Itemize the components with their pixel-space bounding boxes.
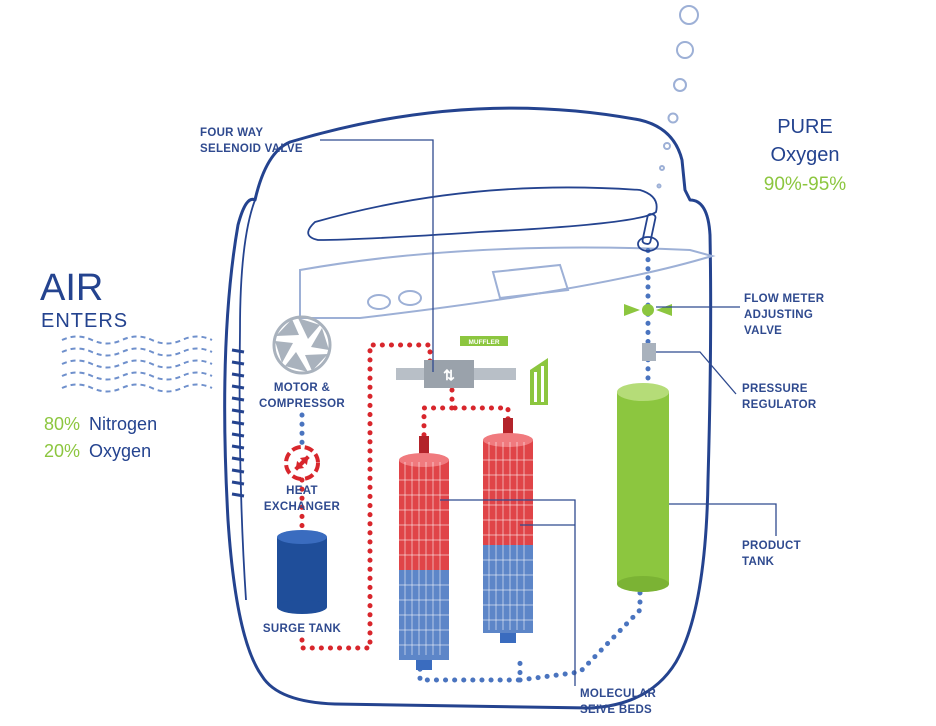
oxygen-label: Oxygen bbox=[89, 441, 151, 461]
nitrogen-percent: 80% bbox=[44, 414, 80, 434]
leader-lines bbox=[320, 139, 777, 686]
pressure-label-line1: PRESSURE bbox=[742, 383, 808, 395]
pressure-label-line2: REGULATOR bbox=[742, 399, 817, 411]
product-label-line2: TANK bbox=[742, 556, 775, 568]
product-label-line1: PRODUCT bbox=[742, 540, 801, 552]
air-waves bbox=[61, 335, 213, 393]
nitrogen-composition: 80% Nitrogen bbox=[44, 414, 157, 434]
sieve-bed-right bbox=[483, 418, 533, 643]
sieve-label-line1: MOLECULAR bbox=[580, 688, 657, 700]
sieve-bed-left bbox=[399, 436, 449, 670]
air-title: AIR bbox=[40, 267, 103, 309]
heat-label-line2: EXCHANGER bbox=[264, 501, 341, 513]
air-subtitle: ENTERS bbox=[41, 310, 128, 332]
surge-tank bbox=[277, 530, 327, 614]
motor-label-line1: MOTOR & bbox=[274, 382, 330, 394]
oxygen-composition: 20% Oxygen bbox=[44, 441, 151, 461]
surge-tank-label: SURGE TANK bbox=[263, 623, 342, 635]
heat-label-line1: HEAT bbox=[286, 485, 318, 497]
airflow-paths bbox=[299, 247, 651, 683]
oxygen-percent: 20% bbox=[44, 441, 80, 461]
machine-body bbox=[223, 106, 716, 710]
flow-label-line3: VALVE bbox=[744, 325, 782, 337]
valve-label-line2: SELENOID VALVE bbox=[200, 143, 303, 155]
heat-exchanger-icon bbox=[284, 445, 320, 481]
sieve-label-line2: SEIVE BEDS bbox=[580, 704, 652, 716]
air-intake-vents bbox=[231, 348, 245, 498]
flow-meter-valve bbox=[624, 304, 672, 316]
flow-label-line2: ADJUSTING bbox=[744, 309, 813, 321]
four-way-valve: ⇅ bbox=[396, 360, 516, 388]
motor-label-line2: COMPRESSOR bbox=[259, 398, 345, 410]
oxygen-bubbles bbox=[656, 5, 699, 189]
product-tank bbox=[617, 383, 669, 592]
nitrogen-label: Nitrogen bbox=[89, 414, 157, 434]
flow-label-line1: FLOW METER bbox=[744, 293, 825, 305]
motor-compressor-icon bbox=[272, 315, 332, 375]
muffler: MUFFLER bbox=[460, 336, 548, 405]
muffler-label: MUFFLER bbox=[468, 339, 499, 346]
svg-text:⇅: ⇅ bbox=[443, 367, 455, 383]
output-line2: Oxygen bbox=[771, 144, 840, 166]
valve-label-line1: FOUR WAY bbox=[200, 127, 263, 139]
output-purity: 90%-95% bbox=[764, 174, 846, 195]
oxygen-outlet bbox=[637, 213, 659, 252]
output-line1: PURE bbox=[777, 116, 833, 138]
pressure-regulator bbox=[642, 343, 656, 361]
